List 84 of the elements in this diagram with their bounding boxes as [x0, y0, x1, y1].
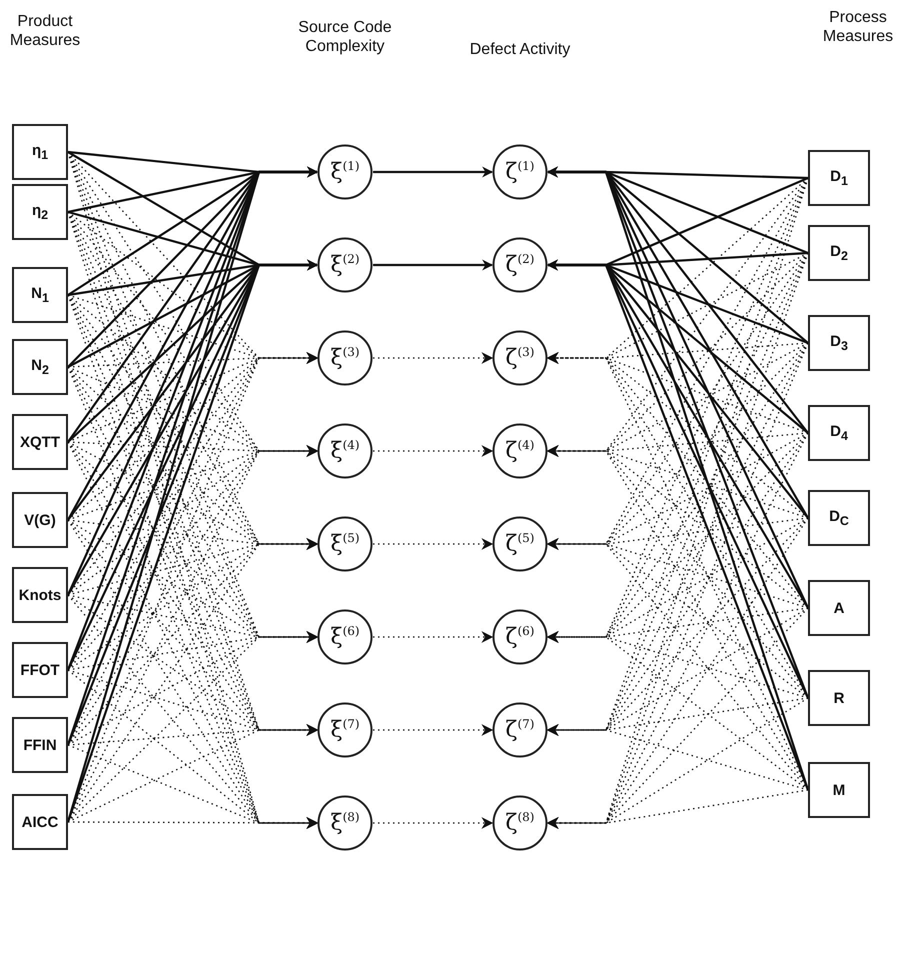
latent-variable-circle	[317, 609, 373, 665]
measure-label: N$_{2}$	[31, 357, 49, 377]
latent-variable-circle	[492, 237, 548, 293]
measure-box	[12, 124, 68, 180]
latent-variable-circle	[492, 330, 548, 386]
latent-variable-circle	[317, 237, 373, 293]
latent-variable-circle	[492, 795, 548, 851]
measure-box	[12, 717, 68, 773]
variable-symbol: ξ$^{(5)}$	[330, 531, 360, 557]
measure-box	[12, 184, 68, 240]
latent-variable-circle	[317, 795, 373, 851]
measure-label: D$_{4}$	[830, 423, 848, 443]
variable-symbol: ζ$^{(5)}$	[506, 531, 534, 557]
measure-box	[808, 225, 870, 281]
measure-label: D$_{2}$	[830, 243, 848, 263]
latent-variable-circle	[492, 702, 548, 758]
variable-symbol: ξ$^{(2)}$	[330, 252, 360, 278]
measure-box	[12, 794, 68, 850]
measure-box	[12, 414, 68, 470]
measure-box	[12, 642, 68, 698]
dotted-arrow	[68, 724, 318, 823]
dotted-arrow	[373, 445, 494, 457]
latent-variable-circle	[492, 423, 548, 479]
column-heading: Defect Activity	[468, 40, 572, 59]
variable-symbol: ζ$^{(1)}$	[506, 159, 534, 185]
variable-symbol: ξ$^{(8)}$	[330, 810, 360, 836]
latent-variable-circle	[317, 702, 373, 758]
column-heading: Source Code Complexity	[297, 18, 393, 56]
measure-label: M	[832, 782, 846, 798]
measure-label: R	[834, 690, 844, 706]
dotted-arrow	[546, 789, 808, 829]
measure-box	[12, 492, 68, 548]
variable-symbol: ζ$^{(4)}$	[506, 438, 534, 464]
latent-variable-circle	[317, 144, 373, 200]
dotted-arrow	[68, 817, 318, 829]
measure-box	[12, 339, 68, 395]
measure-label: D$_{C}$	[829, 508, 849, 528]
measure-label: FFOT	[20, 662, 60, 678]
variable-symbol: ξ$^{(7)}$	[330, 717, 360, 743]
measure-box	[12, 567, 68, 623]
measure-label: FFIN	[23, 736, 57, 754]
dotted-arrow	[373, 817, 494, 829]
measure-label: η$_{1}$	[32, 142, 48, 162]
variable-symbol: ζ$^{(3)}$	[506, 345, 534, 371]
dotted-arrow	[546, 724, 808, 791]
column-heading: Product Measures	[8, 12, 82, 50]
dotted-arrow	[373, 352, 494, 364]
measure-label: XQTT	[20, 434, 60, 450]
measure-label: D$_{3}$	[830, 333, 848, 353]
variable-symbol: ξ$^{(1)}$	[330, 159, 360, 185]
measure-label: Knots	[18, 586, 62, 604]
measure-label: V(G)	[24, 512, 56, 528]
variable-symbol: ξ$^{(3)}$	[330, 345, 360, 371]
measure-label: η$_{2}$	[32, 202, 48, 222]
measure-box	[808, 405, 870, 461]
measure-box	[808, 490, 870, 546]
arrow	[373, 260, 494, 270]
measure-label: AICC	[22, 814, 58, 830]
column-heading: Process Measures	[822, 8, 894, 46]
latent-variable-circle	[317, 423, 373, 479]
measure-label: A	[834, 600, 844, 616]
measure-label: D$_{1}$	[830, 168, 848, 188]
variable-symbol: ζ$^{(2)}$	[506, 252, 534, 278]
variable-symbol: ζ$^{(7)}$	[506, 717, 534, 743]
latent-variable-circle	[317, 330, 373, 386]
measure-box	[808, 762, 870, 818]
latent-variable-circle	[317, 516, 373, 572]
measure-box	[808, 670, 870, 726]
dotted-arrow	[373, 538, 494, 550]
measure-box	[808, 150, 870, 206]
latent-variable-circle	[492, 609, 548, 665]
latent-variable-circle	[492, 516, 548, 572]
measure-box	[12, 267, 68, 323]
variable-symbol: ξ$^{(4)}$	[330, 438, 360, 464]
variable-symbol: ξ$^{(6)}$	[330, 624, 360, 650]
measure-box	[808, 315, 870, 371]
dotted-arrow	[373, 631, 494, 643]
variable-symbol: ζ$^{(6)}$	[506, 624, 534, 650]
arrow	[373, 166, 494, 178]
measure-box	[808, 580, 870, 636]
dotted-arrow	[373, 724, 494, 736]
variable-symbol: ζ$^{(8)}$	[506, 810, 534, 836]
measure-label: N$_{1}$	[31, 285, 49, 305]
latent-variable-circle	[492, 144, 548, 200]
